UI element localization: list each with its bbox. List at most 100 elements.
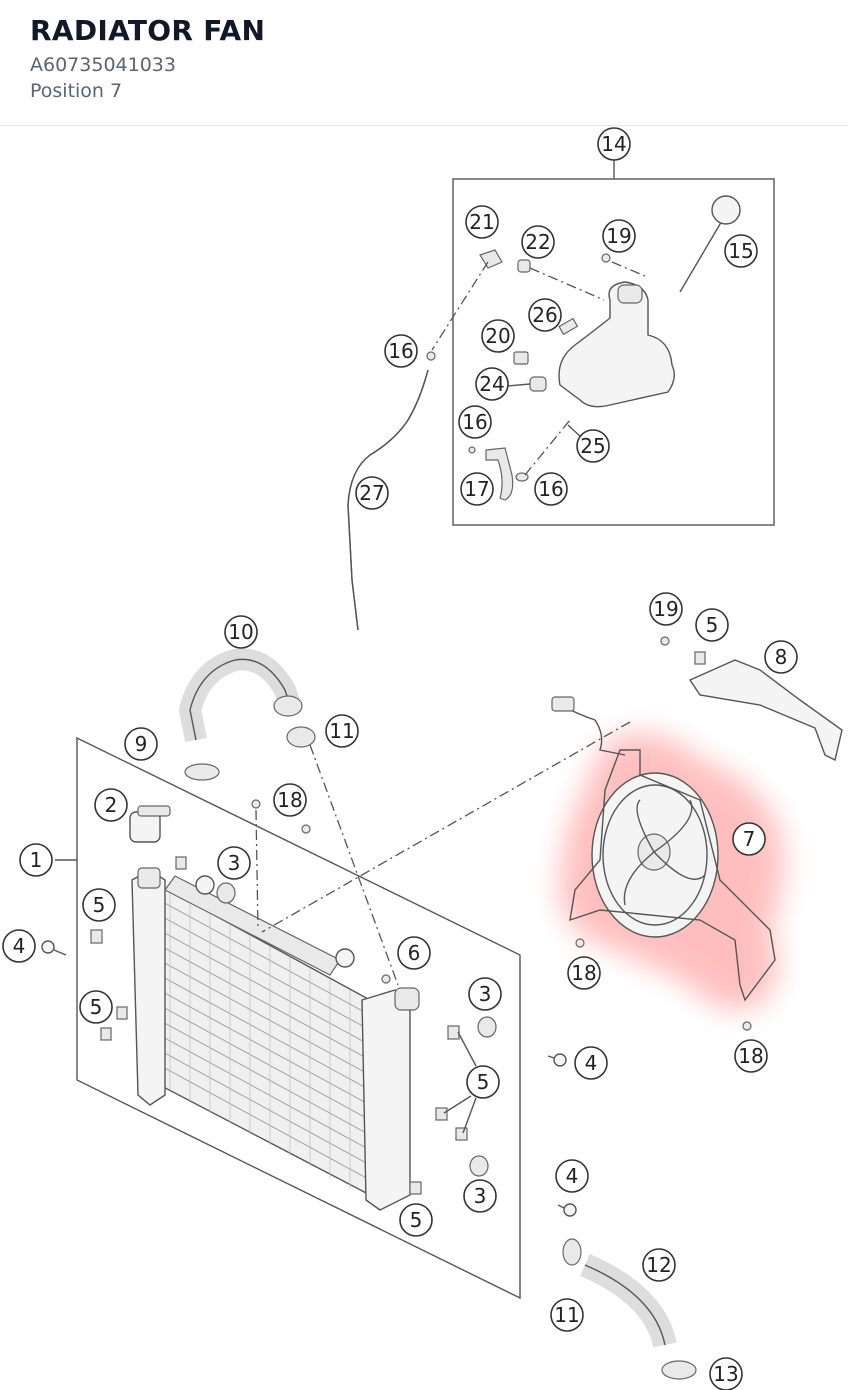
callout-label: 16 xyxy=(462,410,487,434)
callout-circle[interactable] xyxy=(399,1203,433,1237)
callout-20[interactable]: 20 xyxy=(481,319,515,353)
callout-circle[interactable] xyxy=(463,1179,497,1213)
callout-circle[interactable] xyxy=(397,936,431,970)
callout-circle[interactable] xyxy=(597,127,631,161)
callout-circle[interactable] xyxy=(649,592,683,626)
callout-9[interactable]: 9 xyxy=(124,727,158,761)
callout-5[interactable]: 5 xyxy=(82,888,116,922)
callout-26[interactable]: 26 xyxy=(528,298,562,332)
callout-10[interactable]: 10 xyxy=(224,615,258,649)
callout-11[interactable]: 11 xyxy=(325,714,359,748)
callout-circle[interactable] xyxy=(734,1039,768,1073)
callout-24[interactable]: 24 xyxy=(475,367,509,401)
callout-circle[interactable] xyxy=(19,843,53,877)
callout-circle[interactable] xyxy=(224,615,258,649)
callout-circle[interactable] xyxy=(642,1248,676,1282)
callout-circle[interactable] xyxy=(550,1298,584,1332)
callout-label: 26 xyxy=(532,303,557,327)
callout-circle[interactable] xyxy=(468,977,502,1011)
callout-18[interactable]: 18 xyxy=(273,783,307,817)
callout-circle[interactable] xyxy=(217,846,251,880)
callout-16[interactable]: 16 xyxy=(384,334,418,368)
callout-6[interactable]: 6 xyxy=(397,936,431,970)
page-header: RADIATOR FAN A60735041033 Position 7 xyxy=(0,0,848,126)
callout-12[interactable]: 12 xyxy=(642,1248,676,1282)
callout-circle[interactable] xyxy=(458,405,492,439)
callout-5[interactable]: 5 xyxy=(79,990,113,1024)
callout-circle[interactable] xyxy=(574,1046,608,1080)
group-box-1 xyxy=(76,736,521,1300)
callout-circle[interactable] xyxy=(764,640,798,674)
callout-circle[interactable] xyxy=(534,472,568,506)
callout-label: 3 xyxy=(474,1184,487,1208)
callout-18[interactable]: 18 xyxy=(734,1039,768,1073)
callout-8[interactable]: 8 xyxy=(764,640,798,674)
callout-3[interactable]: 3 xyxy=(468,977,502,1011)
page-title: RADIATOR FAN xyxy=(30,14,266,47)
callout-5[interactable]: 5 xyxy=(399,1203,433,1237)
callout-label: 14 xyxy=(601,132,626,156)
callout-circle[interactable] xyxy=(567,956,601,990)
callout-circle[interactable] xyxy=(94,788,128,822)
callout-5[interactable]: 5 xyxy=(466,1065,500,1099)
callout-circle[interactable] xyxy=(465,205,499,239)
callout-16[interactable]: 16 xyxy=(458,405,492,439)
callout-4[interactable]: 4 xyxy=(574,1046,608,1080)
callout-14[interactable]: 14 xyxy=(597,127,631,161)
callout-22[interactable]: 22 xyxy=(521,225,555,259)
callout-4[interactable]: 4 xyxy=(2,929,36,963)
callout-circle[interactable] xyxy=(124,727,158,761)
callout-circle[interactable] xyxy=(355,476,389,510)
callout-label: 24 xyxy=(479,372,504,396)
callout-circle[interactable] xyxy=(475,367,509,401)
callout-18[interactable]: 18 xyxy=(567,956,601,990)
callout-16[interactable]: 16 xyxy=(534,472,568,506)
callout-circle[interactable] xyxy=(732,822,766,856)
callout-circle[interactable] xyxy=(2,929,36,963)
callout-circle[interactable] xyxy=(521,225,555,259)
fan-shroud xyxy=(660,636,843,762)
callout-11[interactable]: 11 xyxy=(550,1298,584,1332)
callout-circle[interactable] xyxy=(602,219,636,253)
radiator-group xyxy=(55,736,521,1300)
callout-label: 4 xyxy=(585,1051,598,1075)
callout-3[interactable]: 3 xyxy=(463,1179,497,1213)
callout-15[interactable]: 15 xyxy=(724,234,758,268)
callout-circle[interactable] xyxy=(460,472,494,506)
callout-1[interactable]: 1 xyxy=(19,843,53,877)
callout-circle[interactable] xyxy=(555,1159,589,1193)
callout-circle[interactable] xyxy=(325,714,359,748)
callout-7[interactable]: 7 xyxy=(732,822,766,856)
callout-5[interactable]: 5 xyxy=(695,608,729,642)
callout-circle[interactable] xyxy=(384,334,418,368)
callout-4[interactable]: 4 xyxy=(555,1159,589,1193)
callout-circle[interactable] xyxy=(724,234,758,268)
callout-label: 4 xyxy=(13,934,26,958)
bolts-4 xyxy=(41,940,577,1217)
callout-13[interactable]: 13 xyxy=(709,1357,743,1390)
upper-hose xyxy=(178,648,316,781)
callout-2[interactable]: 2 xyxy=(94,788,128,822)
callout-label: 19 xyxy=(653,597,678,621)
callout-circle[interactable] xyxy=(695,608,729,642)
callout-19[interactable]: 19 xyxy=(602,219,636,253)
callout-circle[interactable] xyxy=(82,888,116,922)
callout-circle[interactable] xyxy=(528,298,562,332)
callout-3[interactable]: 3 xyxy=(217,846,251,880)
callout-circle[interactable] xyxy=(481,319,515,353)
callout-25[interactable]: 25 xyxy=(576,429,610,463)
callout-circle[interactable] xyxy=(576,429,610,463)
callout-27[interactable]: 27 xyxy=(355,476,389,510)
callout-21[interactable]: 21 xyxy=(465,205,499,239)
callout-label: 12 xyxy=(646,1253,671,1277)
callout-circle[interactable] xyxy=(466,1065,500,1099)
callout-circle[interactable] xyxy=(709,1357,743,1390)
callout-label: 13 xyxy=(713,1362,738,1386)
callout-circle[interactable] xyxy=(79,990,113,1024)
callout-19[interactable]: 19 xyxy=(649,592,683,626)
callout-circle[interactable] xyxy=(273,783,307,817)
callout-label: 4 xyxy=(566,1164,579,1188)
callout-label: 11 xyxy=(554,1303,579,1327)
callout-17[interactable]: 17 xyxy=(460,472,494,506)
